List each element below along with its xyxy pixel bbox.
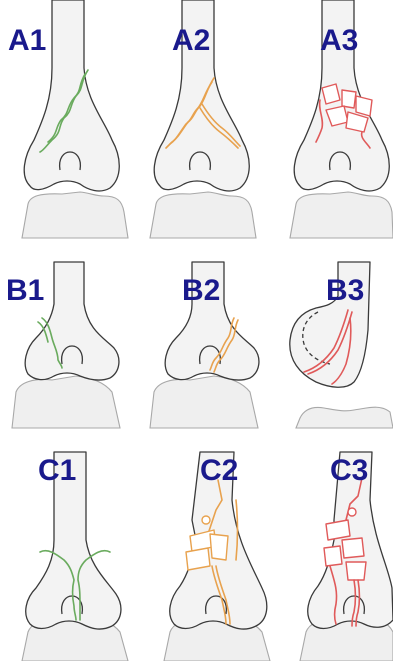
- panel-label-c3: C3: [330, 454, 368, 487]
- panel-c1: C1: [22, 452, 128, 661]
- panel-b1: B1: [6, 262, 120, 428]
- tibia-shape: [22, 192, 128, 238]
- panel-label-c2: C2: [200, 454, 238, 487]
- panel-label-b2: B2: [182, 274, 220, 307]
- panel-c3: C3: [300, 452, 393, 661]
- panel-label-a1: A1: [8, 24, 46, 57]
- panel-a2: A2: [150, 0, 256, 238]
- panel-label-a3: A3: [320, 24, 358, 57]
- panel-b2: B2: [150, 262, 259, 428]
- panel-label-a2: A2: [172, 24, 210, 57]
- panel-c2: C2: [164, 452, 270, 661]
- fracture-fragment: [322, 84, 340, 104]
- panel-label-b3: B3: [326, 274, 364, 307]
- panel-a1: A1: [8, 0, 128, 238]
- panel-label-b1: B1: [6, 274, 44, 307]
- panel-b3: B3: [290, 262, 393, 428]
- panel-a3: A3: [290, 0, 393, 238]
- panel-label-c1: C1: [38, 454, 76, 487]
